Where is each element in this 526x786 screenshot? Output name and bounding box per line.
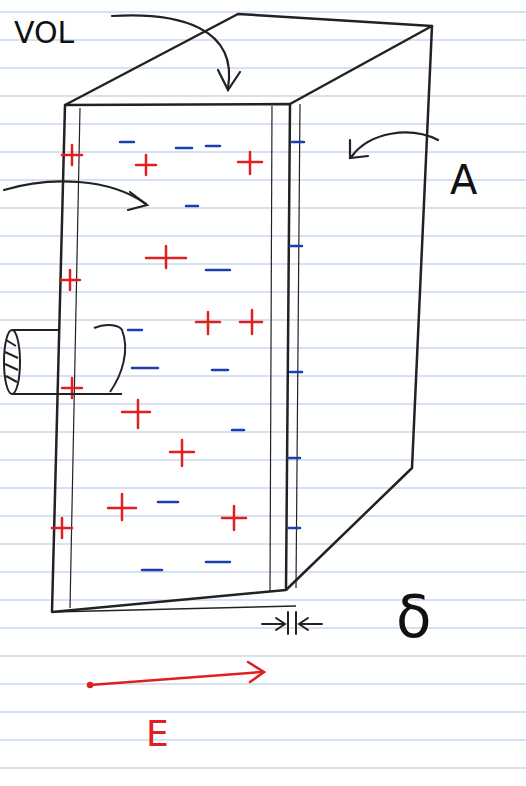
leader-arrows [4, 15, 438, 210]
area-label: A [450, 160, 477, 200]
plate-charges [52, 142, 304, 538]
field-arrow [88, 662, 264, 687]
thickness-marks [262, 612, 322, 634]
gauss-pillbox [4, 325, 125, 394]
field-label: E [146, 716, 169, 752]
slab-box [52, 14, 432, 612]
volume-label: VOL [14, 18, 74, 48]
bulk-charges [108, 142, 262, 570]
thickness-label: δ [396, 588, 432, 646]
notebook-lines [0, 12, 526, 768]
